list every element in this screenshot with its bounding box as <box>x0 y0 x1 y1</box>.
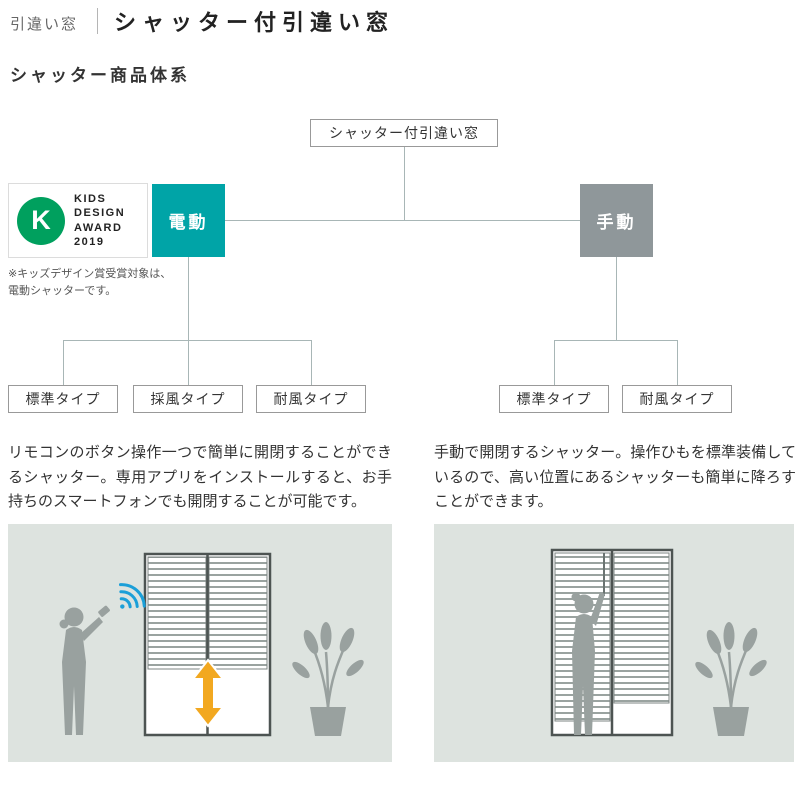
section-title: シャッター商品体系 <box>10 66 190 85</box>
connector-line <box>404 147 405 220</box>
connector-line <box>554 340 555 385</box>
connector-line <box>225 220 580 221</box>
breadcrumb-category: 引違い窓 <box>10 16 79 33</box>
award-line: 2019 <box>74 235 105 248</box>
electric-type-standard: 標準タイプ <box>8 385 118 413</box>
award-note-line2: 電動シャッターです。 <box>8 285 117 298</box>
connector-line <box>554 340 677 341</box>
manual-node: 手動 <box>580 184 653 257</box>
manual-type-standard: 標準タイプ <box>499 385 609 413</box>
updown-arrow-icon <box>190 658 226 728</box>
wifi-icon <box>118 583 146 609</box>
award-line: DESIGN <box>74 207 126 220</box>
connector-line <box>311 340 312 385</box>
electric-illustration-svg <box>59 552 364 737</box>
connector-line <box>188 340 189 385</box>
page-title: シャッター付引違い窓 <box>114 10 395 35</box>
connector-line <box>63 340 64 385</box>
plant-icon <box>292 622 364 736</box>
electric-illustration <box>8 524 392 762</box>
award-note-line1: ※キッズデザイン賞受賞対象は、 <box>8 268 172 280</box>
kids-design-award-text: KIDS DESIGN AWARD 2019 <box>74 192 125 248</box>
award-note: ※キッズデザイン賞受賞対象は、 電動シャッターです。 <box>8 266 171 300</box>
diagram-root-node: シャッター付引違い窓 <box>310 119 498 147</box>
person-pulling-cord-icon <box>571 592 605 735</box>
header-divider <box>97 8 98 34</box>
connector-line <box>63 340 311 341</box>
electric-description: リモコンのボタン操作一つで簡単に開閉することができるシャッター。専用アプリをイン… <box>8 444 392 511</box>
award-line: AWARD <box>74 221 123 234</box>
plant-icon <box>695 622 767 736</box>
kids-design-award-badge: K KIDS DESIGN AWARD 2019 <box>8 183 148 258</box>
person-with-remote-icon <box>59 605 110 735</box>
connector-line <box>188 257 189 340</box>
award-line: KIDS <box>74 193 107 206</box>
kids-design-award-logo: K <box>17 196 65 245</box>
connector-line <box>677 340 678 385</box>
electric-type-ventilation: 採風タイプ <box>133 385 243 413</box>
manual-description: 手動で開閉するシャッター。操作ひもを標準装備しているので、高い位置にあるシャッタ… <box>434 444 796 511</box>
shutter-window <box>550 548 674 737</box>
electric-node: 電動 <box>152 184 225 257</box>
electric-type-wind-resistant: 耐風タイプ <box>256 385 366 413</box>
manual-illustration-svg <box>550 548 767 737</box>
manual-type-wind-resistant: 耐風タイプ <box>622 385 732 413</box>
connector-line <box>616 257 617 340</box>
manual-illustration <box>434 524 794 762</box>
